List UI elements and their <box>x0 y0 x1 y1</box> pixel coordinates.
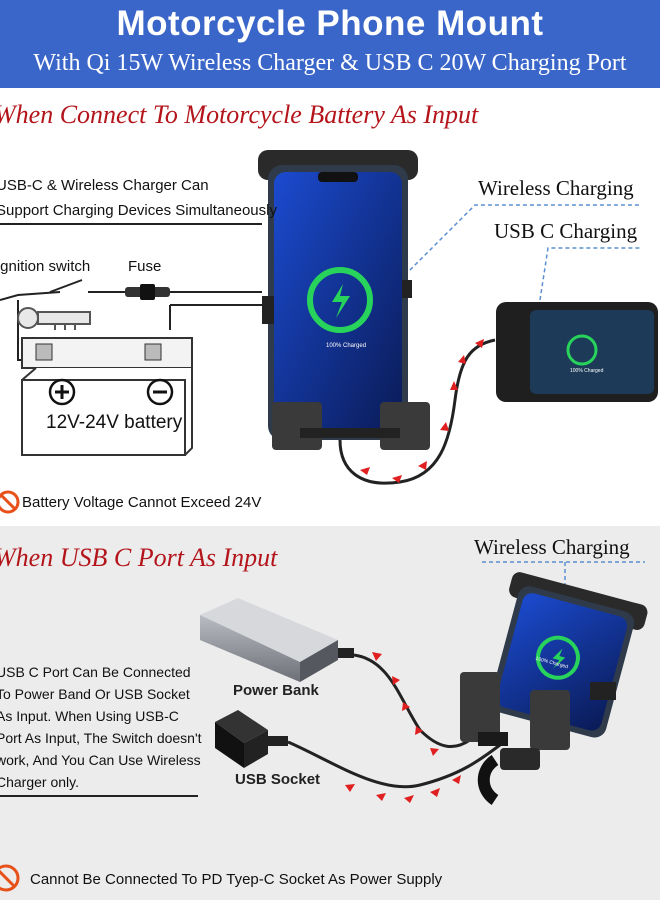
warning-icon-section2 <box>0 864 20 892</box>
section2-warning: Cannot Be Connected To PD Tyep-C Socket … <box>30 871 443 888</box>
section1-note-underline <box>0 223 262 225</box>
warning-icon-section1 <box>0 490 20 514</box>
section1-title: When Connect To Motorcycle Battery As In… <box>0 100 479 129</box>
battery-icon <box>21 337 193 456</box>
section2-note-line3: As Input. When Using USB-C <box>0 708 179 724</box>
header-banner: Motorcycle Phone Mount With Qi 15W Wirel… <box>0 0 660 88</box>
section1-note-line1: USB-C & Wireless Charger Can <box>0 177 209 194</box>
page-title: Motorcycle Phone Mount <box>116 4 544 43</box>
wireless-charging-label: Wireless Charging <box>478 176 634 200</box>
phone-mount-secondary <box>460 572 648 805</box>
section2-wireless-charging-label: Wireless Charging <box>474 535 630 559</box>
cables-section2 <box>287 653 501 789</box>
battery-label: 12V-24V battery <box>46 412 183 433</box>
usbc-charging-label: USB C Charging <box>494 219 638 243</box>
phone-screen-status: 100% Charged <box>326 343 367 349</box>
section2-note-line4: Port As Input, The Switch doesn't <box>0 730 202 746</box>
power-bank-icon <box>200 598 354 682</box>
arrows-section2 <box>345 652 461 803</box>
section2-note-line1: USB C Port Can Be Connected <box>0 664 191 680</box>
section2-note-line2: To Power Band Or USB Socket <box>0 686 190 702</box>
phone-mount-main <box>258 150 430 450</box>
section1-note-line2: Support Charging Devices Simultaneously <box>0 202 277 219</box>
page-subtitle: With Qi 15W Wireless Charger & USB C 20W… <box>33 50 627 76</box>
usbc-device <box>496 302 658 402</box>
usb-socket-icon <box>215 710 288 768</box>
charging-cables <box>338 338 496 485</box>
key-icon <box>17 307 91 330</box>
section1-warning: Battery Voltage Cannot Exceed 24V <box>22 494 262 511</box>
leader-lines <box>399 204 640 301</box>
ignition-switch-label: Ignition switch <box>0 258 91 275</box>
power-bank-label: Power Bank <box>233 682 319 699</box>
fuse-label: Fuse <box>128 258 162 275</box>
section2-note-line5: work, And You Can Use Wireless <box>0 752 201 768</box>
section2-note-underline <box>0 795 198 797</box>
section2-title: When USB C Port As Input <box>0 543 278 572</box>
section2-note-line6: Charger only. <box>0 774 80 790</box>
device-screen-status: 100% Charged <box>570 368 604 374</box>
fuse-icon <box>125 284 170 300</box>
usb-socket-label: USB Socket <box>235 771 321 788</box>
arrows-section1 <box>360 339 484 483</box>
